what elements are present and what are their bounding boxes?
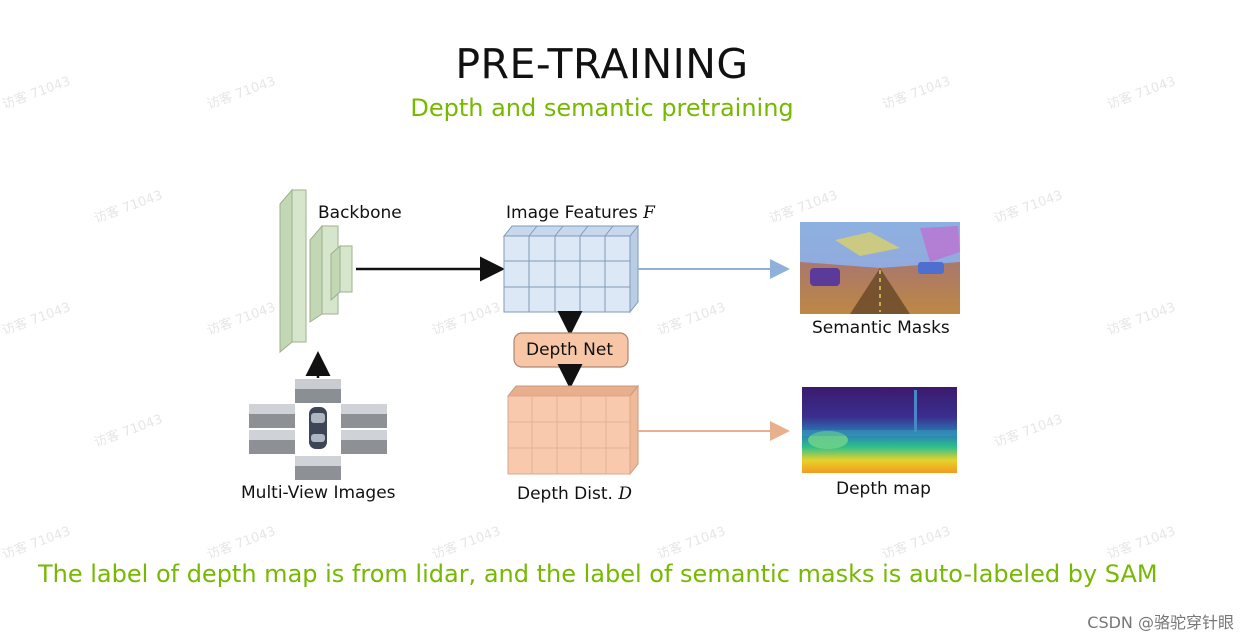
image-features-grid bbox=[502, 224, 640, 314]
depth-map-label: Depth map bbox=[836, 479, 931, 499]
backbone-block bbox=[279, 188, 353, 354]
depth-map-image bbox=[802, 387, 957, 473]
slide-subtitle: Depth and semantic pretraining bbox=[410, 94, 794, 122]
slide-caption: The label of depth map is from lidar, an… bbox=[38, 560, 1158, 588]
semantic-masks-image bbox=[800, 222, 960, 314]
multi-view-label: Multi-View Images bbox=[241, 483, 396, 503]
image-features-label: Image Features F bbox=[506, 203, 655, 223]
slide-title: PRE-TRAINING bbox=[455, 40, 749, 88]
depth-dist-text: Depth Dist. bbox=[517, 484, 613, 504]
image-features-text: Image Features bbox=[506, 203, 638, 223]
semantic-masks-label: Semantic Masks bbox=[812, 318, 950, 338]
depth-dist-symbol: D bbox=[618, 484, 632, 504]
csdn-credit: CSDN @骆驼穿针眼 bbox=[1087, 613, 1234, 632]
depth-dist-label: Depth Dist. D bbox=[517, 484, 632, 504]
depth-net-label: Depth Net bbox=[526, 340, 614, 360]
image-features-symbol: F bbox=[643, 203, 655, 223]
multi-view-images bbox=[249, 379, 387, 480]
depth-dist-grid bbox=[506, 384, 640, 476]
backbone-label: Backbone bbox=[318, 203, 402, 223]
